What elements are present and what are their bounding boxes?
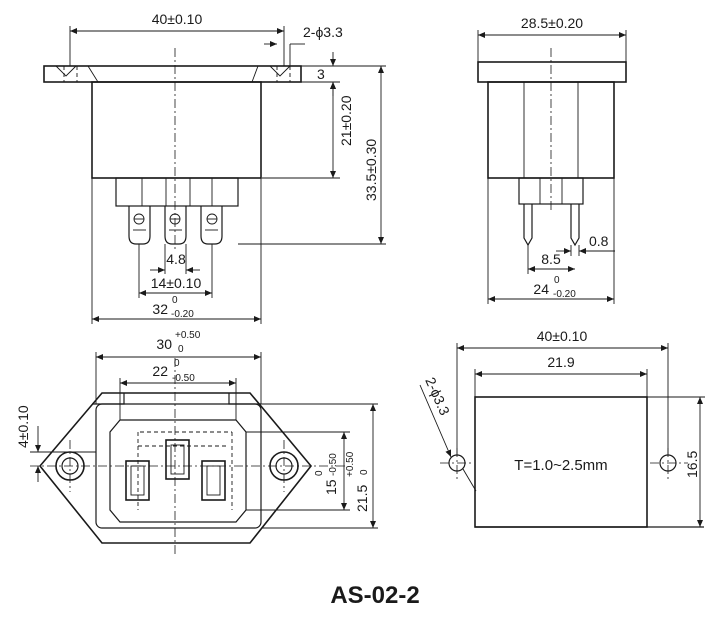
side-flange xyxy=(477,61,627,83)
dim-flange-width: 28.5±0.20 xyxy=(521,15,583,31)
face-cutout xyxy=(109,419,247,523)
dim-cutout-width-tol-upper: +0.50 xyxy=(175,330,201,341)
dim-side-width-tol-lower: -0.20 xyxy=(553,289,576,300)
dim-panel-height: 16.5 xyxy=(684,451,700,478)
dim-total-depth: 33.5±0.30 xyxy=(363,139,379,201)
terminal-block xyxy=(115,177,239,207)
contact-left xyxy=(125,460,150,501)
contact-center xyxy=(165,439,190,480)
dim-cutout-width-panel: 21.9 xyxy=(547,354,574,370)
dim-hole-spacing: 40±0.10 xyxy=(537,328,588,344)
terminal-pin-right xyxy=(200,206,223,245)
flange-hole-right xyxy=(251,65,302,83)
dim-outer-pin-span: 14±0.10 xyxy=(151,275,202,291)
dim-mount-holes: 2-ϕ3.3 xyxy=(303,24,343,40)
front-view: 40±0.10 2-ϕ3.3 3 21±0.20 33.5±0.30 4.8 1… xyxy=(43,11,386,324)
dim-body-width-tol-lower: -0.20 xyxy=(171,309,194,320)
dim-panel-holes: 2-ϕ3.3 xyxy=(422,375,453,418)
dim-pin-thickness: 0.8 xyxy=(589,233,609,249)
dim-outer-height-tol-upper: +0.50 xyxy=(345,451,356,477)
dim-pin-pitch: 4.8 xyxy=(166,251,186,267)
housing-body xyxy=(91,81,262,179)
dim-side-body-width: 24 xyxy=(533,281,549,297)
dim-overall-width: 40±0.10 xyxy=(152,11,203,27)
dim-inner-width: 22 xyxy=(152,363,168,379)
dim-outer-height-tol-lower: 0 xyxy=(359,469,370,475)
side-pin-right xyxy=(570,204,580,247)
panel-view: T=1.0~2.5mm 40±0.10 21.9 16.5 2-ϕ3.3 xyxy=(419,328,705,528)
face-view: 30 +0.50 0 22 0 -0.50 4±0.10 15 0 -0.50 … xyxy=(15,330,378,556)
dim-cutout-width: 30 xyxy=(156,336,172,352)
flange-hole-left xyxy=(43,65,99,83)
terminal-pin-center xyxy=(164,206,187,245)
dim-inner-height-tol-lower: -0.50 xyxy=(328,453,339,476)
dim-inner-width-tol-lower: -0.50 xyxy=(172,373,195,384)
dim-inner-height: 15 xyxy=(323,479,339,495)
contact-right xyxy=(201,460,226,501)
dim-body-width-tol-upper: 0 xyxy=(172,295,178,306)
model-title: AS-02-2 xyxy=(330,582,419,609)
dim-body-depth: 21±0.20 xyxy=(338,95,354,146)
mounting-flange xyxy=(43,65,302,83)
dim-offset: 4±0.10 xyxy=(15,405,31,448)
side-view: 28.5±0.20 0.8 8.5 24 0 -0.20 xyxy=(477,15,627,304)
dim-outer-height: 21.5 xyxy=(354,485,370,512)
terminal-pin-left xyxy=(128,206,151,245)
dim-side-width-tol-upper: 0 xyxy=(554,275,560,286)
dim-flange-thickness: 3 xyxy=(317,66,325,82)
face-recess xyxy=(95,403,262,529)
dim-pin-spacing: 8.5 xyxy=(541,251,561,267)
side-pin-left xyxy=(523,204,533,247)
dim-cutout-width-tol-lower: 0 xyxy=(178,344,184,355)
dim-body-width: 32 xyxy=(152,301,168,317)
panel-thickness: T=1.0~2.5mm xyxy=(514,457,607,474)
dim-inner-height-tol-upper: 0 xyxy=(314,470,325,476)
dim-inner-width-tol-upper: 0 xyxy=(174,358,180,369)
